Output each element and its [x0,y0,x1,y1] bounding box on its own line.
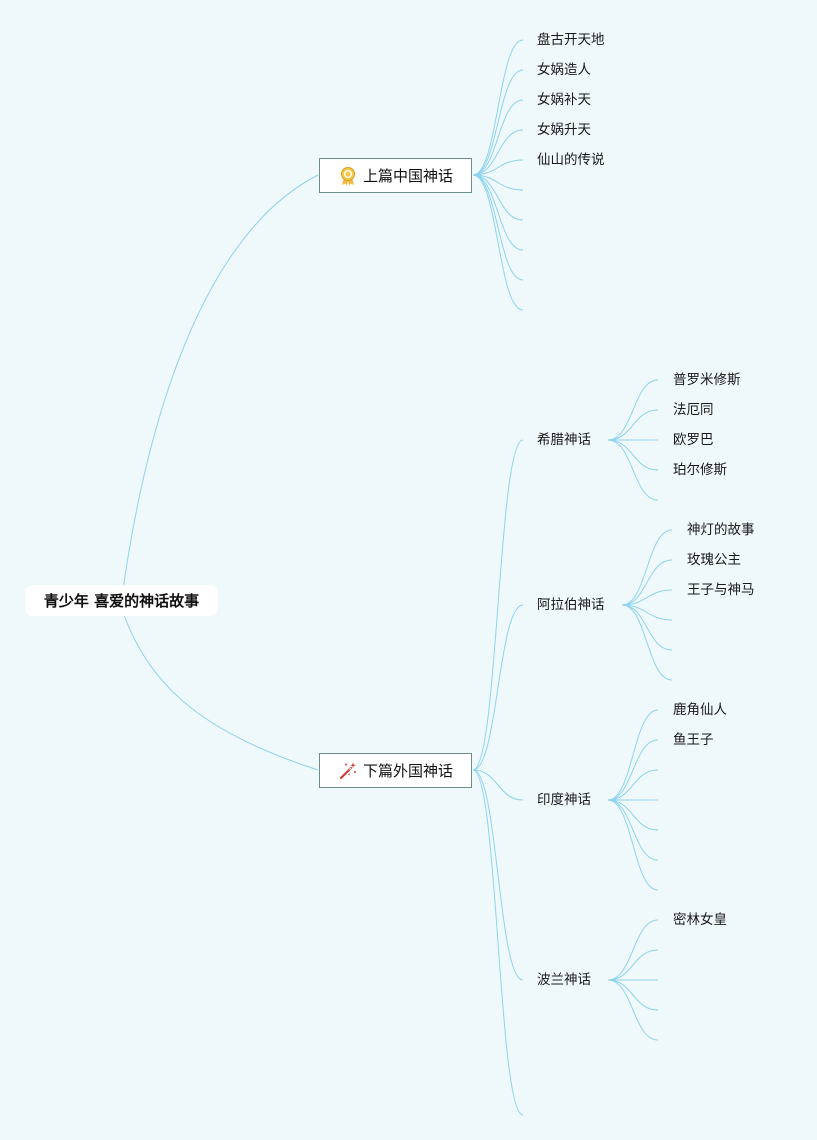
link-lower-greek [472,439,524,771]
topic-node[interactable]: 密林女皇 [673,912,727,928]
topic-node[interactable]: 珀尔修斯 [673,462,727,478]
topic-node[interactable]: 法厄同 [673,402,714,418]
link-upper-leaf [472,174,524,311]
magic-wand-icon [339,762,357,779]
link-indian-leaf [607,769,659,801]
link-upper-leaf [472,159,524,176]
link-greek-leaf [607,379,659,441]
link-upper-leaf [472,174,524,191]
link-arabic-leaf [621,589,673,606]
link-indian-leaf [607,709,659,801]
link-arabic-leaf [621,604,673,651]
root-node[interactable]: 青少年 喜爱的神话故事 [25,585,218,616]
link-polish-leaf [607,979,659,1011]
award-ribbon-icon [340,166,355,186]
link-arabic-leaf [621,529,673,606]
link-lower-arabic [472,604,524,771]
subtopic-polish[interactable]: 波兰神话 [537,972,591,988]
link-greek-leaf [607,439,659,501]
subtopic-greek[interactable]: 希腊神话 [537,432,591,448]
link-polish-leaf [607,949,659,981]
topic-node[interactable]: 鹿角仙人 [673,702,727,718]
link-upper-leaf [472,174,524,281]
link-root-upper [122,174,319,591]
link-indian-leaf [607,799,659,831]
link-polish-leaf [607,919,659,981]
link-upper-leaf [472,99,524,176]
topic-node[interactable]: 鱼王子 [673,732,714,748]
topic-node[interactable]: 女娲升天 [537,122,591,138]
branch-label: 上篇中国神话 [362,167,453,185]
topic-node[interactable]: 欧罗巴 [673,432,714,448]
branch-upper-chinese-myths[interactable]: 上篇中国神话 [319,158,472,193]
topic-node[interactable]: 仙山的传说 [537,152,605,168]
link-greek-leaf [607,439,659,471]
link-arabic-leaf [621,559,673,606]
link-polish-leaf [607,979,659,1041]
topic-node[interactable]: 盘古开天地 [537,32,605,48]
link-upper-leaf [472,174,524,221]
branch-lower-foreign-myths[interactable]: 下篇外国神话 [319,753,472,788]
link-arabic-leaf [621,604,673,621]
topic-node[interactable]: 女娲补天 [537,92,591,108]
link-upper-leaf [472,129,524,176]
root-node-label: 青少年 喜爱的神话故事 [43,592,200,610]
link-upper-leaf [472,39,524,176]
topic-node[interactable]: 普罗米修斯 [673,372,741,388]
branch-label: 下篇外国神话 [362,762,453,780]
topic-node[interactable]: 王子与神马 [687,582,755,598]
link-lower-polish [472,769,524,981]
link-lower-empty [472,769,524,1116]
link-upper-leaf [472,174,524,251]
link-upper-leaf [472,69,524,176]
link-root-lower [122,611,319,771]
link-lower-indian [472,769,524,801]
topic-node[interactable]: 神灯的故事 [687,522,755,538]
link-indian-leaf [607,799,659,861]
link-greek-leaf [607,409,659,441]
link-arabic-leaf [621,604,673,681]
topic-node[interactable]: 玫瑰公主 [687,552,741,568]
subtopic-indian[interactable]: 印度神话 [537,792,591,808]
link-indian-leaf [607,739,659,801]
subtopic-arabic[interactable]: 阿拉伯神话 [537,597,605,613]
link-indian-leaf [607,799,659,891]
topic-node[interactable]: 女娲造人 [537,62,591,78]
